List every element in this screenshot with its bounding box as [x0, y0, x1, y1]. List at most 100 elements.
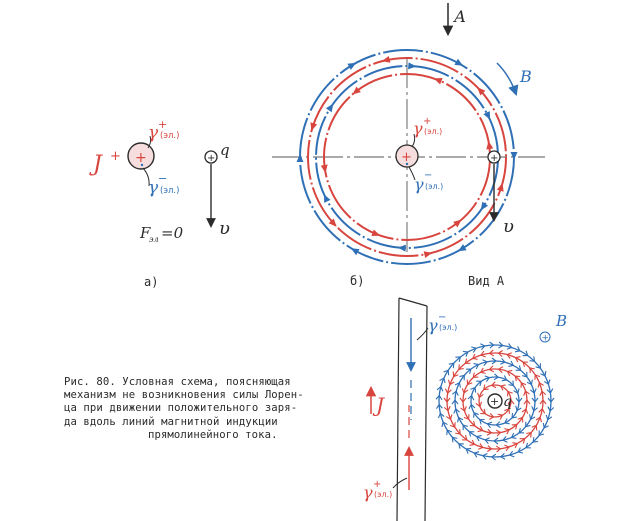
- spiral-chevron: [534, 374, 541, 380]
- spiral-chevron: [499, 384, 506, 391]
- spiral-chevron: [520, 382, 527, 388]
- spiral-chevron: [531, 424, 538, 431]
- spiral-chevron: [531, 397, 539, 403]
- spiral-chevron: [451, 399, 459, 405]
- caption-line-3: ца при движении положительного заря-: [64, 402, 298, 415]
- spiral-chevron: [469, 420, 476, 427]
- spiral-chevron: [487, 445, 493, 452]
- spiral-chevron: [471, 353, 478, 360]
- center-gamma-plus-sub: (эл.): [424, 127, 442, 136]
- spiral-chevron: [475, 401, 483, 408]
- spiral-chevron: [508, 380, 514, 387]
- spiral-chevron: [480, 350, 486, 358]
- spiral-chevron: [435, 403, 443, 410]
- spiral-chevron: [458, 364, 464, 371]
- spiral-chevron: [499, 452, 506, 460]
- spiral-chevron: [519, 438, 526, 444]
- spiral-chevron: [452, 371, 459, 378]
- spiral-chevron: [460, 406, 467, 412]
- spiral-chevron: [481, 453, 488, 460]
- ring-arrowhead: [328, 218, 337, 227]
- gamma-minus-symbol: γ: [148, 178, 159, 198]
- spiral-chevron: [522, 361, 529, 368]
- field-into-page-symbol: [539, 331, 551, 343]
- strip-current-label: J: [372, 393, 385, 417]
- ring-arrowhead: [350, 248, 360, 256]
- caption-line-5: прямолинейного тока.: [148, 428, 278, 441]
- spiral-chevron: [435, 394, 443, 401]
- ring-arrowhead: [477, 87, 486, 96]
- field-circle-red-outer: [307, 57, 507, 257]
- spiral-chevron: [448, 362, 455, 369]
- spiral-chevron: [525, 442, 531, 449]
- spiral-chevron: [459, 374, 465, 381]
- spiral-chevron: [454, 381, 461, 388]
- spiral-chevron: [477, 443, 484, 450]
- spiral-chevron: [539, 399, 547, 405]
- panel-b-label: б): [350, 274, 364, 288]
- spiral-ring: [462, 368, 528, 434]
- spiral-chevron: [514, 346, 521, 353]
- spiral-chevron: [538, 407, 546, 414]
- spiral-chevron: [457, 416, 464, 423]
- spiral-chevron: [517, 447, 524, 454]
- spiral-chevron: [529, 414, 536, 421]
- spiral-chevron: [490, 381, 497, 389]
- spiral-chevron: [535, 363, 541, 369]
- spiral-ring: [470, 376, 520, 426]
- spiral-chevron: [522, 350, 529, 357]
- center-gamma-minus-sign: −: [424, 170, 432, 181]
- spiral-chevron: [488, 349, 495, 357]
- spiral-chevron: [508, 450, 515, 458]
- ring-arrowhead: [310, 122, 318, 131]
- ring-arrowhead: [381, 55, 391, 63]
- charge-label: q: [220, 141, 230, 159]
- spiral-chevron: [547, 397, 555, 403]
- spiral-chevron: [511, 423, 518, 430]
- center-gamma-plus-symbol: γ: [413, 119, 423, 138]
- wire-strip: [396, 297, 428, 521]
- center-gamma-minus-symbol: γ: [414, 175, 424, 194]
- spiral-chevron: [538, 430, 545, 437]
- spiral-chevron: [455, 356, 462, 362]
- spiral-chevron: [501, 375, 508, 382]
- spiral-chevron: [504, 408, 510, 414]
- spiral-chevron: [506, 352, 513, 359]
- spiral-chevron: [459, 397, 467, 403]
- svg-text:+: +: [542, 334, 550, 344]
- spiral-chevron: [498, 341, 504, 349]
- spiral-chevron: [546, 388, 554, 394]
- spiral-chevron: [451, 436, 458, 443]
- spiral-chevron: [497, 413, 504, 420]
- helical-field-rings: [435, 341, 555, 461]
- spiral-chevron: [495, 445, 502, 453]
- spiral-chevron: [477, 392, 484, 399]
- spiral-charge-label: q: [503, 394, 512, 410]
- spiral-chevron: [464, 358, 471, 364]
- ring-arrowhead: [433, 78, 443, 85]
- strip-gamma-minus-sign: −: [438, 312, 446, 323]
- spiral-ring: [446, 352, 544, 450]
- spiral-chevron: [468, 403, 476, 410]
- gamma-minus-sub: (эл.): [160, 186, 179, 196]
- current-sign: +: [110, 149, 121, 164]
- spiral-chevron: [476, 380, 483, 387]
- spiral-chevron: [518, 427, 525, 434]
- ring-arrowhead: [347, 62, 357, 70]
- spiral-chevron: [462, 350, 469, 357]
- ring-arrowhead: [483, 111, 491, 120]
- spiral-chevron: [511, 412, 518, 419]
- spiral-chevron: [437, 412, 445, 419]
- spiral-chevron: [462, 424, 469, 431]
- spiral-chevron: [488, 365, 495, 373]
- spiral-chevron: [547, 406, 555, 412]
- spiral-chevron: [531, 406, 538, 412]
- svg-text:+: +: [207, 153, 215, 164]
- spiral-chevron: [495, 421, 501, 429]
- velocity-label: υ: [219, 218, 230, 239]
- wire-cross-section: [127, 142, 155, 170]
- spiral-chevron: [523, 399, 531, 405]
- spiral-chevron: [525, 421, 531, 428]
- spiral-chevron: [478, 419, 485, 425]
